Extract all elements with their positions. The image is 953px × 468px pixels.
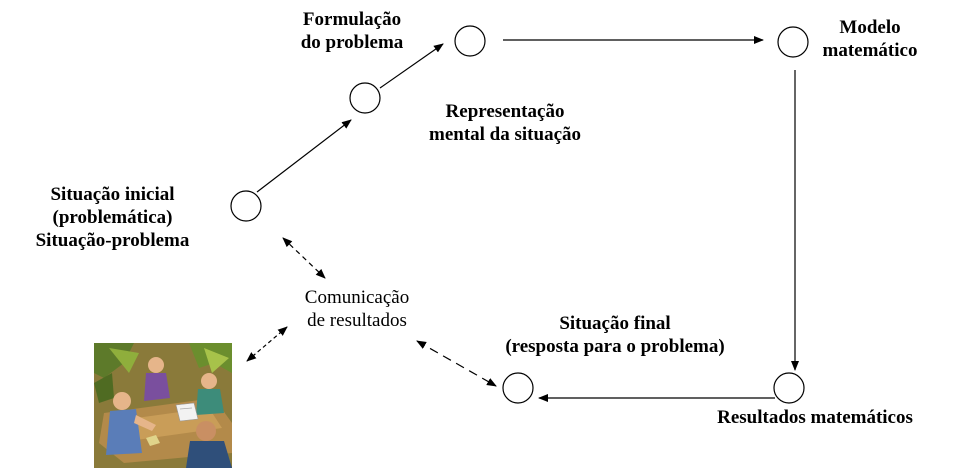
node-situacao-inicial [230, 190, 262, 222]
node-representacao-mental [349, 82, 381, 114]
node-formulacao [454, 25, 486, 57]
dashed-arrow-inicial-comunicacao [282, 237, 326, 279]
arrow-mental-to-formulacao [379, 43, 444, 89]
arrow-inicial-to-mental [256, 119, 352, 193]
label-representacao-mental: Representação mental da situação [429, 101, 581, 146]
label-formulacao-problema: Formulação do problema [300, 9, 404, 54]
label-modelo-matematico: Modelo matemático [822, 17, 918, 62]
dashed-arrow-clipart-comunicacao [246, 326, 288, 362]
label-situacao-inicial: Situação inicial (problemática) Situação… [35, 184, 190, 252]
node-modelo-matematico [777, 26, 809, 58]
dashed-arrow-comunicacao-final [416, 340, 497, 387]
label-comunicacao-resultados: Comunicação de resultados [304, 287, 410, 332]
meeting-people-clipart [94, 343, 232, 468]
label-resultados-matematicos: Resultados matemáticos [717, 407, 913, 428]
label-situacao-final: Situação final (resposta para o problema… [505, 313, 725, 358]
node-situacao-final [502, 372, 534, 404]
node-resultados-matematicos [773, 372, 805, 404]
